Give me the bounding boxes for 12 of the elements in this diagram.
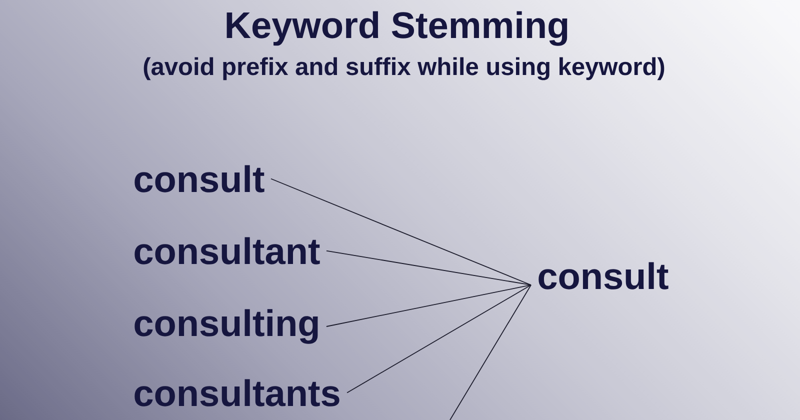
connector-line <box>450 284 532 420</box>
subtitle: (avoid prefix and suffix while using keyword) <box>144 57 664 80</box>
connector-line <box>326 250 532 286</box>
connector-line <box>326 284 532 327</box>
word-label: consultants <box>134 379 340 406</box>
stem-word-label: consult <box>538 262 668 290</box>
word-label: consultant <box>134 237 320 264</box>
word-label: consult <box>134 165 264 192</box>
word-label: consulting <box>134 309 318 344</box>
title: Keyword Stemming <box>226 11 568 46</box>
connector-line <box>346 284 532 394</box>
connector-line <box>270 178 532 286</box>
